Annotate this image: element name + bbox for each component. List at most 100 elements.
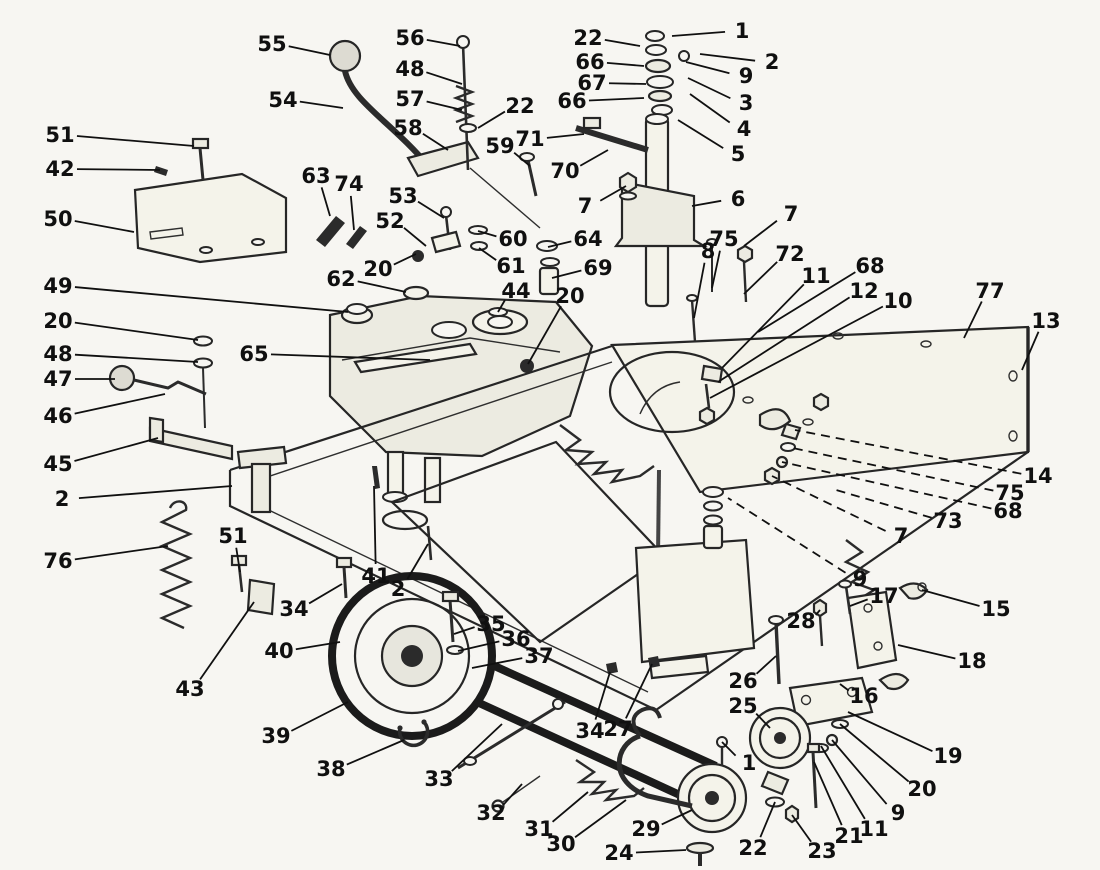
leader-line-56-75 — [787, 446, 994, 492]
upper-shaft-assembly — [575, 30, 708, 308]
leader-line-53-45 — [74, 437, 159, 462]
callout-94-22: 22 — [738, 836, 767, 860]
leader-line-22-63 — [320, 187, 331, 217]
leader-line-49-48 — [74, 353, 199, 363]
leader-line-95-23 — [791, 814, 812, 843]
callout-39-11: 11 — [801, 264, 830, 288]
callout-81-33: 33 — [424, 767, 453, 791]
deck-plate-group — [608, 238, 1030, 494]
leader-line-42-62 — [357, 280, 407, 293]
leader-line-25-7 — [599, 185, 627, 202]
leader-line-23-74 — [349, 195, 355, 231]
callout-76-43: 43 — [175, 677, 204, 701]
leader-line-83-27 — [625, 663, 653, 719]
leader-line-16-51 — [76, 135, 195, 147]
callout-35-20: 20 — [363, 257, 392, 281]
leader-line-57-68 — [781, 461, 992, 510]
leader-line-92-11 — [820, 745, 866, 820]
leader-line-62-9 — [727, 497, 846, 574]
callout-62-9: 9 — [853, 567, 868, 591]
leader-line-61-51 — [235, 547, 241, 573]
callout-74-26: 26 — [728, 669, 757, 693]
leader-line-2-22 — [604, 38, 641, 47]
leader-line-18-71 — [546, 133, 585, 139]
callout-18-71: 71 — [515, 127, 544, 151]
leader-line-34-8 — [693, 262, 706, 319]
callout-84-1: 1 — [742, 751, 757, 775]
callout-64-15: 15 — [981, 597, 1010, 621]
leader-line-24-53 — [417, 200, 445, 219]
callout-80-38: 38 — [316, 757, 345, 781]
callout-44-20: 20 — [555, 284, 584, 308]
callout-17-59: 59 — [485, 134, 514, 158]
callout-27-50: 50 — [43, 207, 72, 231]
callout-53-45: 45 — [43, 452, 72, 476]
callout-6-66: 66 — [575, 50, 604, 74]
leader-line-30-64 — [547, 240, 572, 248]
callout-41-49: 49 — [43, 274, 72, 298]
callout-83-27: 27 — [603, 717, 632, 741]
callout-31-7: 7 — [784, 202, 799, 226]
leader-line-6-66 — [606, 61, 645, 67]
callout-10-54: 54 — [268, 88, 297, 112]
mounting-bracket-group — [133, 137, 367, 264]
callout-85-20: 20 — [907, 777, 936, 801]
callout-19-5: 5 — [731, 142, 746, 166]
callout-87-31: 31 — [524, 817, 553, 841]
callout-29-60: 60 — [498, 227, 527, 251]
leader-line-10-54 — [299, 100, 344, 109]
callout-61-51: 51 — [218, 524, 247, 548]
callout-16-51: 51 — [45, 123, 74, 147]
leader-line-20-42 — [76, 168, 161, 171]
leader-line-31-7 — [743, 220, 778, 247]
callout-3-1: 1 — [735, 19, 750, 43]
callout-28-52: 52 — [375, 209, 404, 233]
callout-89-30: 30 — [546, 832, 575, 856]
leader-line-11-57 — [426, 100, 463, 111]
leader-line-12-58 — [422, 133, 449, 151]
leader-line-29-60 — [477, 230, 497, 238]
leader-line-84-1 — [721, 741, 737, 757]
leader-line-39-11 — [721, 283, 805, 369]
callout-92-11: 11 — [859, 817, 888, 841]
leader-line-59-7 — [771, 475, 886, 532]
callout-38-68: 68 — [855, 254, 884, 278]
callout-58-73: 73 — [933, 509, 962, 533]
leader-line-36-61 — [478, 247, 497, 261]
callout-65-41: 41 — [361, 564, 390, 588]
leader-line-89-30 — [574, 799, 627, 838]
callout-50-47: 47 — [43, 367, 72, 391]
callout-77-25: 25 — [728, 694, 757, 718]
callout-23-74: 74 — [334, 172, 363, 196]
leader-line-52-46 — [74, 393, 166, 415]
leader-line-94-22 — [759, 801, 776, 838]
callout-54-2: 2 — [55, 487, 70, 511]
callout-13-22: 22 — [505, 94, 534, 118]
callout-15-4: 4 — [737, 117, 752, 141]
leader-line-51-65 — [270, 353, 431, 361]
callout-0-55: 55 — [257, 32, 286, 56]
callout-40-12: 12 — [849, 279, 878, 303]
leader-line-13-22 — [477, 110, 506, 129]
leader-line-4-2 — [699, 53, 756, 62]
callout-8-67: 67 — [577, 71, 606, 95]
callout-2-22: 22 — [573, 26, 602, 50]
leader-line-54-2 — [78, 485, 233, 499]
leader-line-32-75 — [711, 250, 721, 289]
callout-42-62: 62 — [326, 267, 355, 291]
callout-45-10: 10 — [883, 289, 912, 313]
callout-5-48: 48 — [395, 57, 424, 81]
callout-46-77: 77 — [975, 279, 1004, 303]
leader-line-41-49 — [74, 286, 349, 313]
leader-line-45-10 — [709, 305, 884, 399]
leader-line-91-21 — [813, 761, 843, 826]
leader-line-70-37 — [471, 657, 523, 669]
leader-line-82-34 — [594, 671, 611, 720]
leader-line-69-36 — [457, 640, 500, 652]
callout-66-2: 2 — [391, 577, 406, 601]
leader-line-68-35 — [453, 626, 475, 635]
callout-22-63: 63 — [301, 164, 330, 188]
leader-line-71-40 — [295, 641, 341, 651]
leader-line-5-48 — [426, 71, 463, 85]
